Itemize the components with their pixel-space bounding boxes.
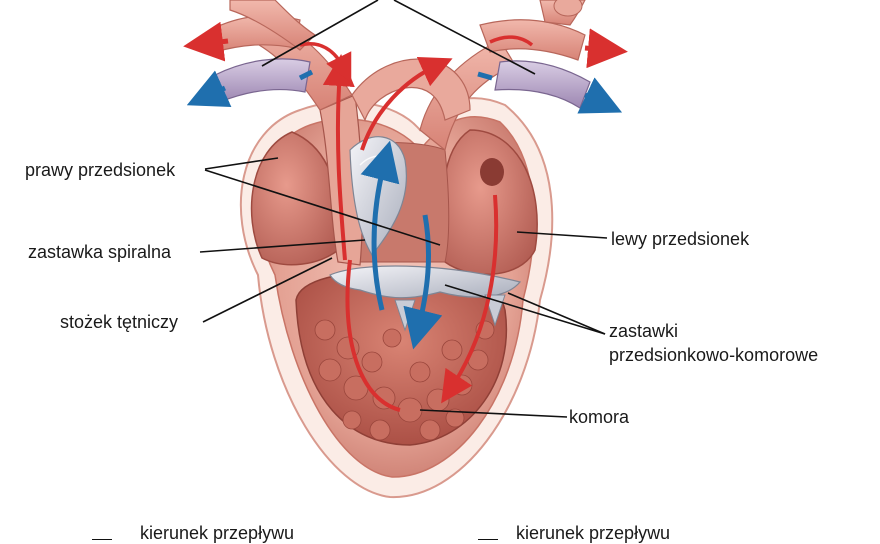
label-ventricle: komora [569,407,630,427]
legend-item-2: kierunek przepływu [516,523,671,543]
flow-red-up-left [322,54,355,261]
central-arch [351,58,471,122]
artery-left-top [229,0,316,51]
label-av-valves-line1: zastawki [609,321,679,341]
flow-red-arc-left [299,42,352,83]
vein-left-purple [214,58,311,103]
flow-arrow-blue-left [186,70,232,108]
flow-blue-top-left [298,69,314,81]
flow-blue-down [403,214,443,350]
pulmonary-vein-opening [480,158,504,186]
label-conus-arteriosus: stożek tętniczy [60,312,179,332]
flow-blue-up [360,140,400,311]
artery-right-upper [479,19,586,61]
flow-blue-top-right [477,71,493,81]
label-av-valves-line2: przedsionkowo-komorowe [609,345,819,365]
flow-red-arc-right [489,35,534,47]
flow-arrow-blue-right [577,77,623,114]
label-right-atrium: prawy przedsionek [25,160,176,180]
label-left-atrium: lewy przedsionek [611,229,750,249]
label-spiral-valve: zastawka spiralna [28,242,172,262]
flow-red-la-down [441,194,499,404]
leader-lines [199,0,608,418]
flow-red-ventricle-up [345,259,401,412]
flow-arrow-red-left [183,21,229,62]
flow-red-up-right [360,57,453,151]
legend-item-1: kierunek przepływu [140,523,295,543]
vein-right-purple [494,60,591,109]
flow-arrow-red-right [584,28,628,69]
